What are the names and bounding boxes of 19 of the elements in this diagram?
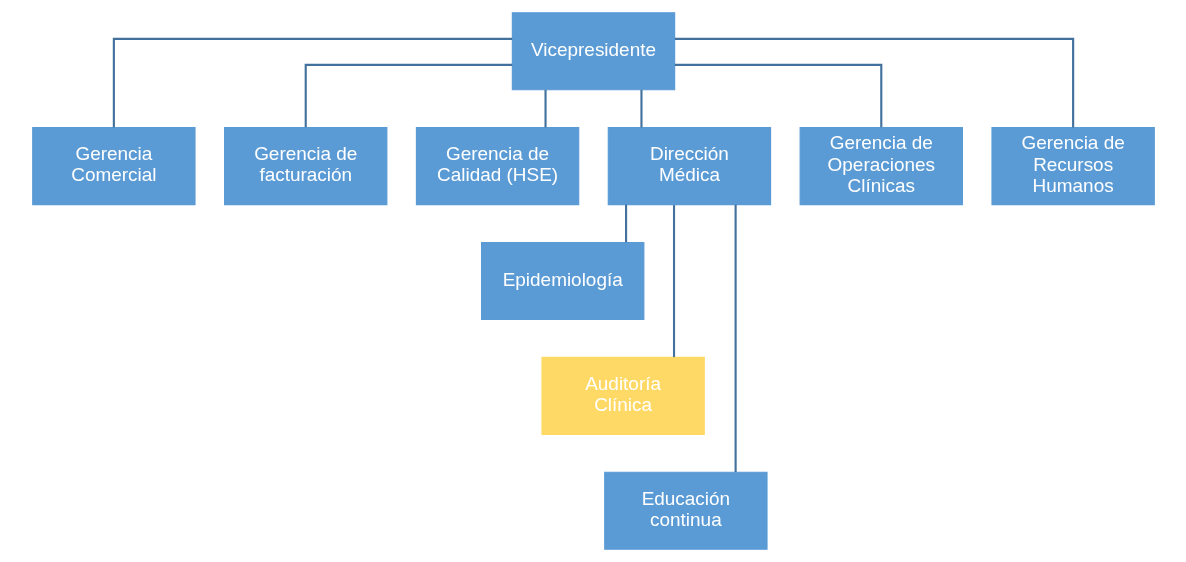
- node-box: Vicepresidente: [511, 12, 675, 91]
- node-box: Dirección Médica: [607, 127, 771, 206]
- connector: [674, 63, 882, 128]
- connector: [112, 37, 512, 128]
- node-box: Gerencia de Recursos Humanos: [990, 127, 1155, 206]
- node-box: Auditoría Clínica: [540, 356, 705, 435]
- connector: [734, 204, 737, 472]
- node-box: Gerencia de Calidad (HSE): [415, 127, 579, 206]
- connector: [672, 205, 675, 358]
- node-box: Gerencia de facturación: [223, 127, 387, 206]
- node-box: Educación continua: [603, 471, 768, 550]
- connector: [304, 63, 512, 128]
- node-box: Gerencia de Operaciones Clínicas: [799, 127, 963, 206]
- connector: [543, 89, 547, 128]
- node-box: Epidemiología: [480, 241, 644, 321]
- connector: [639, 89, 643, 128]
- connector: [624, 204, 627, 243]
- node-box: Gerencia Comercial: [31, 127, 196, 206]
- connector: [674, 37, 1074, 128]
